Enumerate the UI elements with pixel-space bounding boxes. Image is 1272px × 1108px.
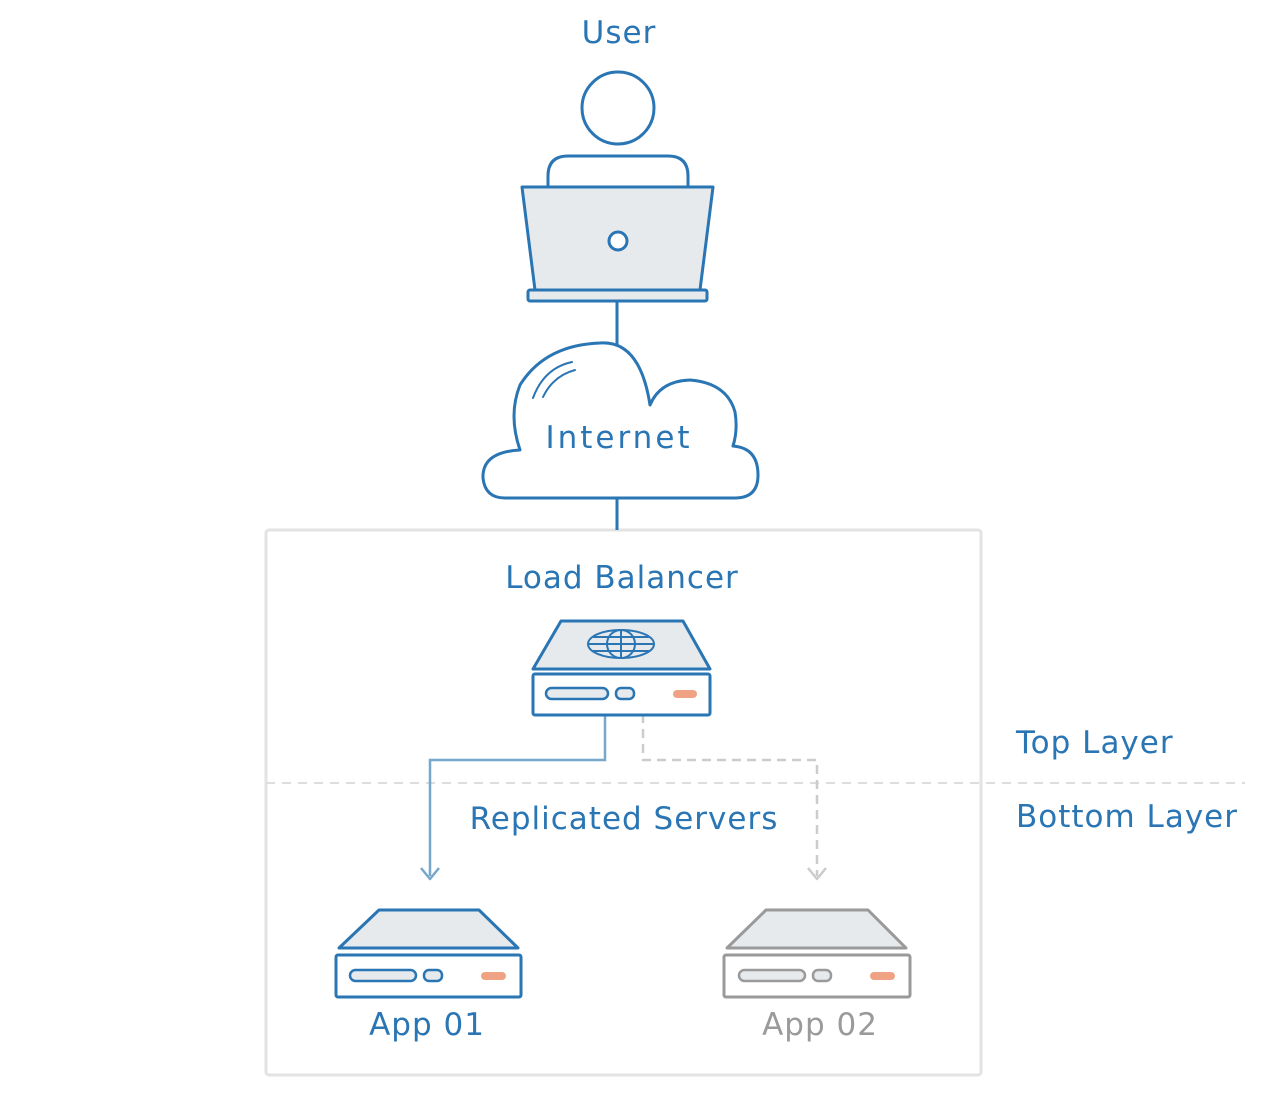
app-02-server-icon bbox=[722, 908, 912, 999]
laptop-icon bbox=[520, 185, 715, 303]
app-02-label: App 02 bbox=[762, 1007, 878, 1043]
load-balancer-label: Load Balancer bbox=[505, 560, 739, 596]
server-group-container bbox=[264, 528, 983, 1077]
app-01-label: App 01 bbox=[369, 1007, 485, 1043]
arrow-head-app02 bbox=[807, 867, 827, 881]
replicated-servers-label: Replicated Servers bbox=[469, 801, 779, 837]
load-balancer-server-icon bbox=[531, 619, 712, 717]
user-label: User bbox=[581, 15, 657, 51]
top-layer-label: Top Layer bbox=[1016, 725, 1174, 761]
connector-lb-app01 bbox=[428, 714, 607, 876]
cloud-icon bbox=[481, 341, 760, 500]
user-icon bbox=[546, 70, 690, 190]
arrow-head-app01 bbox=[420, 867, 440, 881]
internet-label: Internet bbox=[545, 420, 693, 456]
connector-lb-app02 bbox=[641, 714, 819, 876]
app-01-server-icon bbox=[334, 908, 523, 999]
globe-icon bbox=[587, 629, 655, 659]
bottom-layer-label: Bottom Layer bbox=[1016, 799, 1238, 835]
